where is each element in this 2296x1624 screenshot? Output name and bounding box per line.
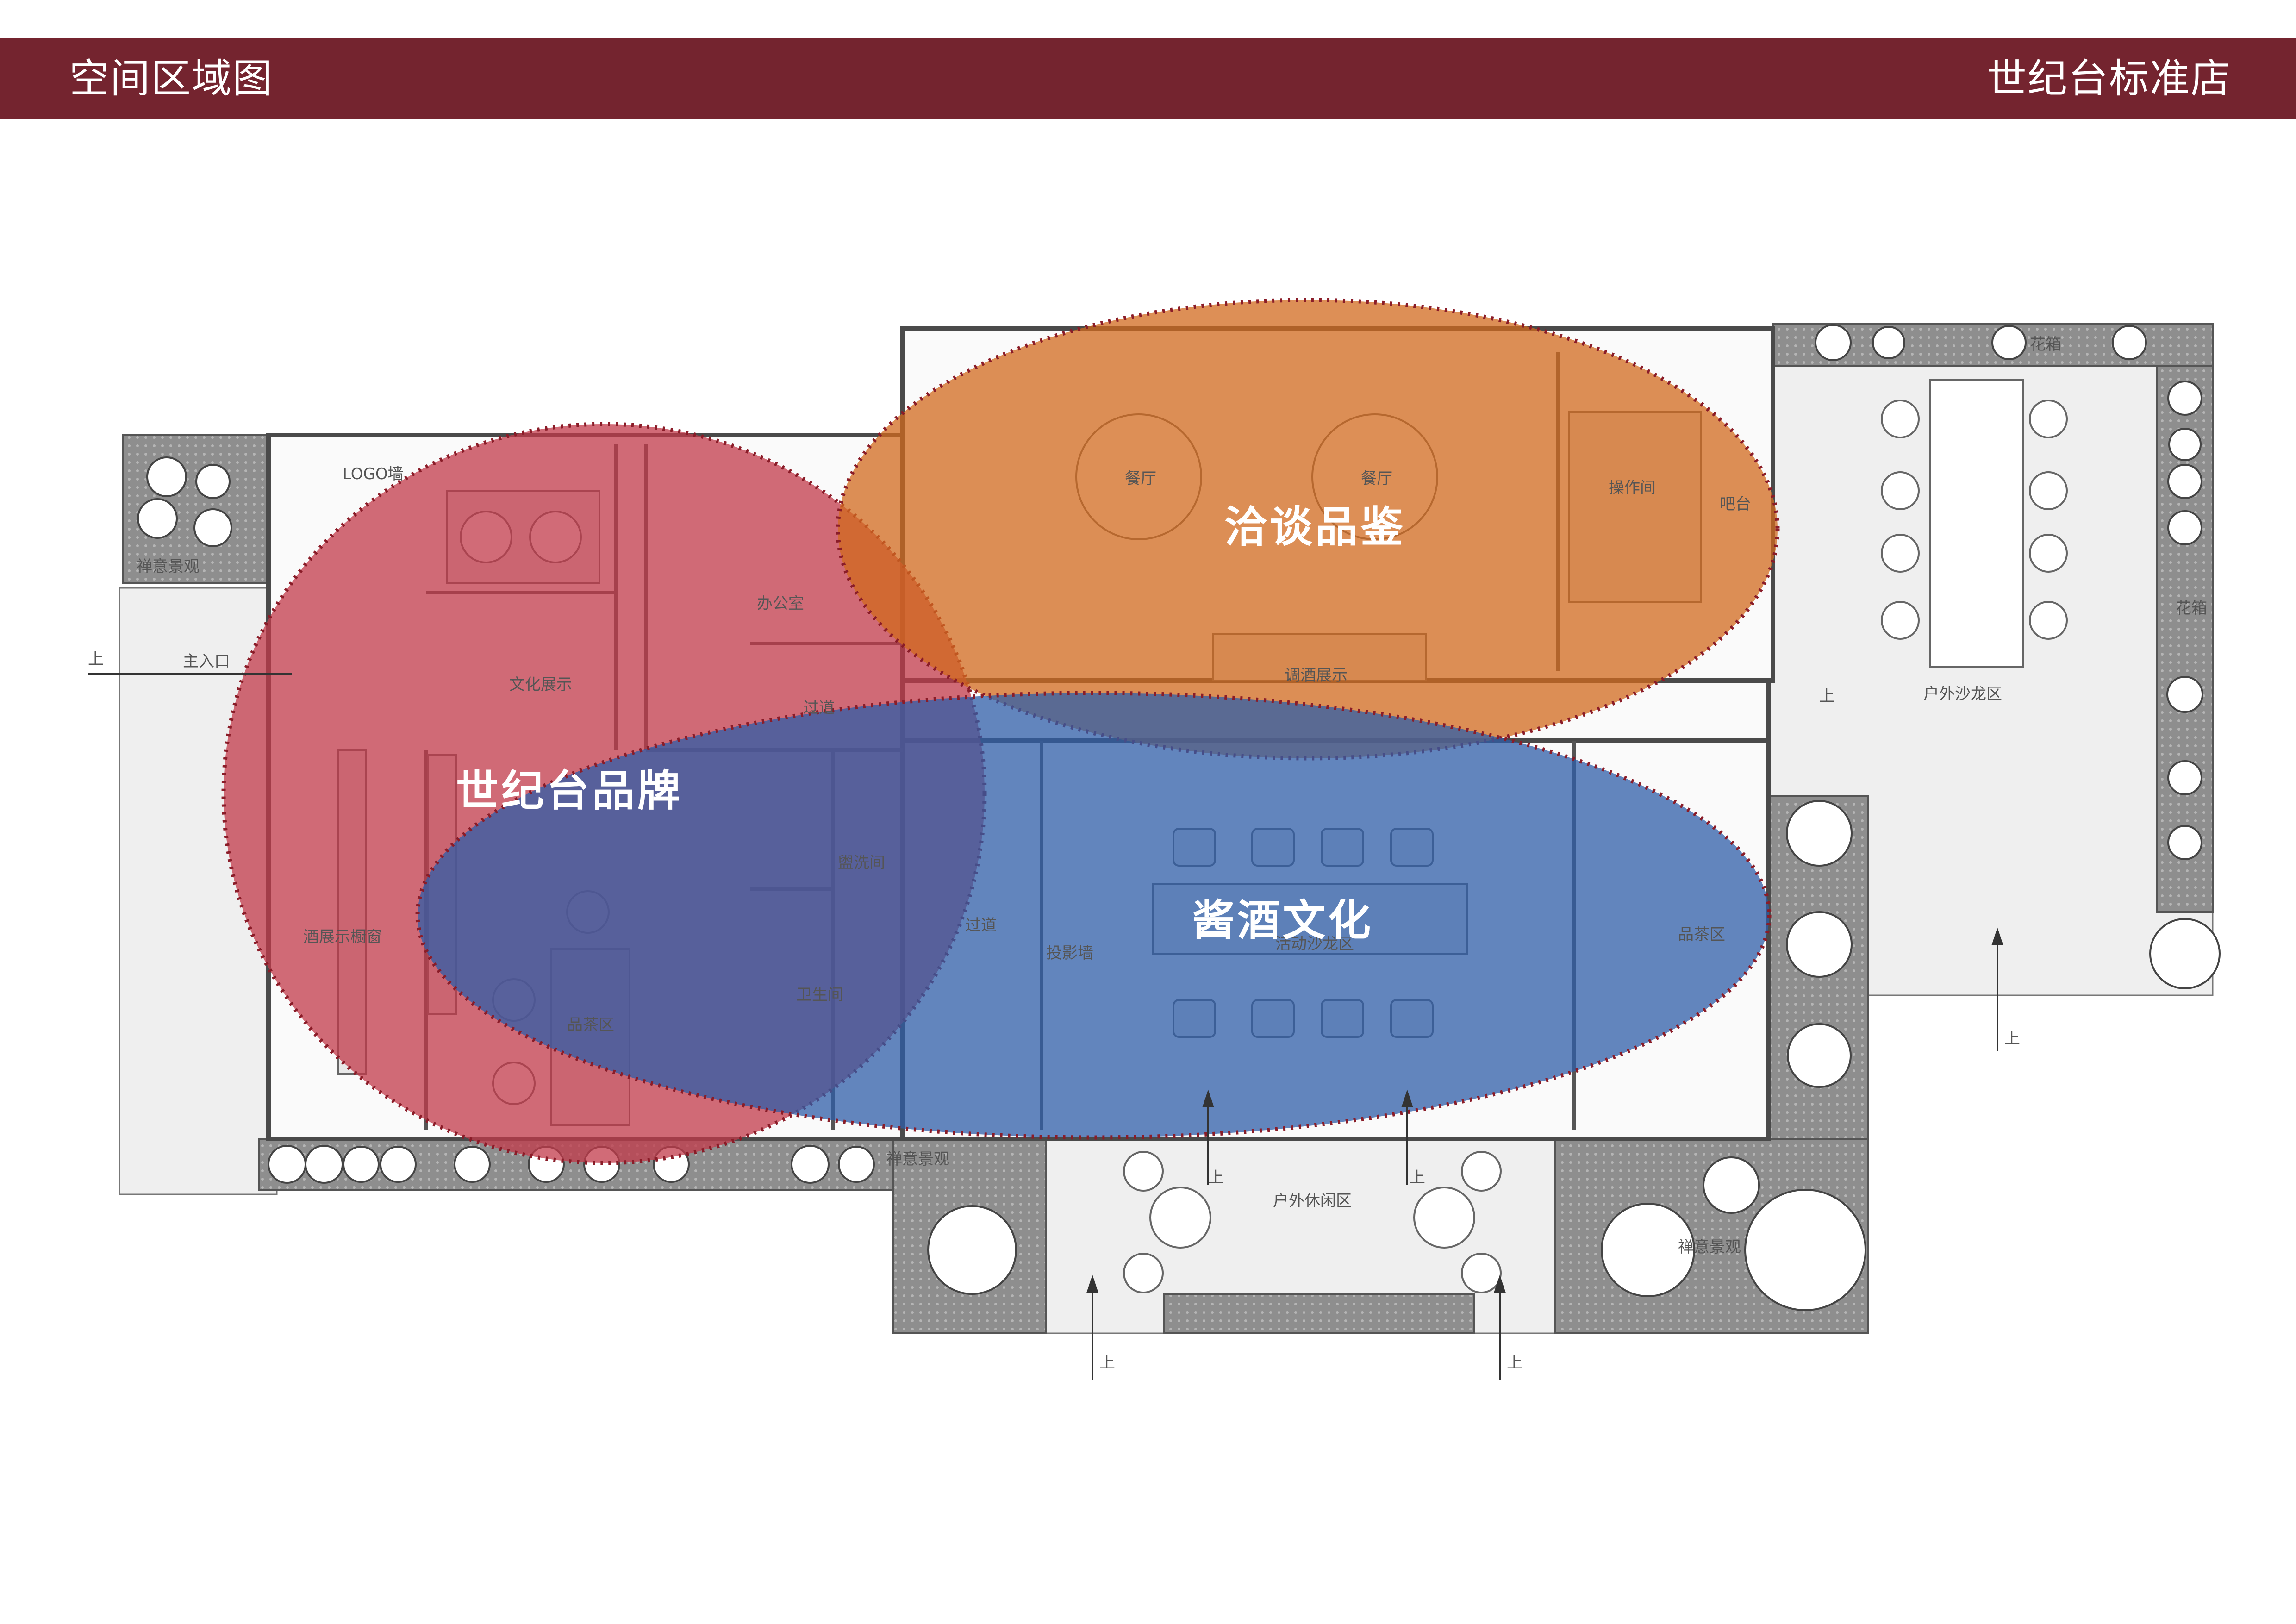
label-mixing-display: 调酒展示 <box>1285 666 1348 685</box>
room-labels: LOGO墙 禅意景观 上 主入口 办公室 文化展示 过道 酒展示橱窗 盥洗间 卫… <box>88 335 2207 1372</box>
label-office: 办公室 <box>757 594 804 613</box>
label-flower-box-right: 花箱 <box>2176 599 2207 618</box>
label-zen-landscape-se: 禅意景观 <box>1678 1238 1741 1256</box>
label-zen-landscape-bottom: 禅意景观 <box>886 1150 949 1168</box>
header-bar: 空间区域图 世纪台标准店 <box>0 38 2296 119</box>
zone-overlays <box>221 298 1780 1165</box>
label-bar: 吧台 <box>1720 495 1751 513</box>
shrubs <box>137 324 2221 1311</box>
label-operation-room: 操作间 <box>1609 479 1656 497</box>
planter-bench <box>1163 1293 1475 1334</box>
label-washroom: 盥洗间 <box>838 854 885 872</box>
label-up-leisure-2: 上 <box>1410 1168 1425 1187</box>
zone-tasting <box>836 298 1780 761</box>
label-zen-landscape-nw: 禅意景观 <box>137 557 200 576</box>
page-title: 空间区域图 <box>69 56 273 102</box>
label-toilet: 卫生间 <box>796 986 843 1004</box>
label-corridor-2: 过道 <box>965 916 997 935</box>
label-wine-cellar: 酒展示橱窗 <box>303 928 382 946</box>
label-up-salon-bottom: 上 <box>2004 1030 2020 1048</box>
label-up-bottom-1: 上 <box>1099 1354 1115 1372</box>
label-outdoor-salon: 户外沙龙区 <box>1923 685 2002 703</box>
label-flower-box-top: 花箱 <box>2030 335 2061 354</box>
label-dining-1: 餐厅 <box>1125 469 1156 488</box>
zone-culture <box>415 691 1772 1140</box>
zone-labels: 世纪台品牌 洽谈品鉴 酱酒文化 <box>456 502 1406 945</box>
label-tea-area-left: 品茶区 <box>567 1016 614 1034</box>
label-up-leisure-1: 上 <box>1208 1168 1224 1187</box>
zone-label-brand: 世纪台品牌 <box>456 766 683 816</box>
label-dining-2: 餐厅 <box>1361 469 1392 488</box>
label-up-bottom-2: 上 <box>1507 1354 1522 1372</box>
label-logo-wall: LOGO墙 <box>343 465 404 483</box>
label-lounge: 活动沙龙区 <box>1275 935 1354 953</box>
label-outdoor-leisure: 户外休闲区 <box>1273 1192 1352 1210</box>
zone-label-tasting: 洽谈品鉴 <box>1224 502 1406 552</box>
label-projection-wall: 投影墙 <box>1046 944 1093 962</box>
label-culture-display: 文化展示 <box>509 675 572 694</box>
entry-arrows <box>88 673 2003 1380</box>
label-main-entrance: 主入口 <box>183 652 230 671</box>
label-up-entrance: 上 <box>88 650 104 668</box>
label-up-salon-door: 上 <box>1819 687 1835 706</box>
label-tea-area-right: 品茶区 <box>1678 925 1725 944</box>
store-name: 世纪台标准店 <box>1987 56 2231 102</box>
zone-label-culture: 酱酒文化 <box>1192 895 1373 945</box>
label-corridor-1: 过道 <box>803 699 835 717</box>
